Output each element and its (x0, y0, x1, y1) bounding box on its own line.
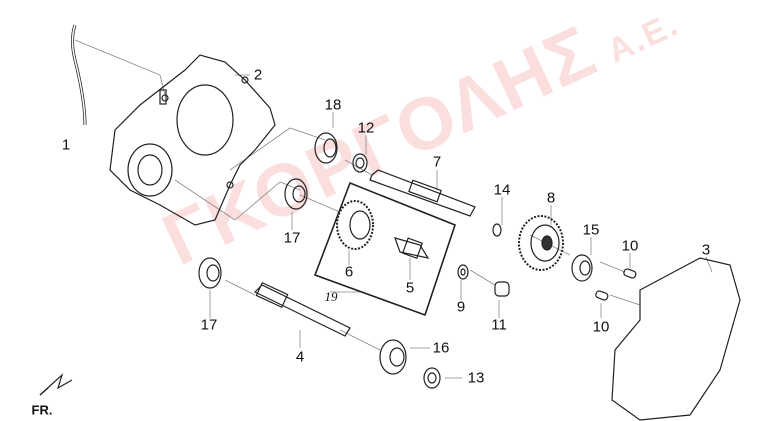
callout-1: 1 (61, 136, 71, 154)
clip-part-14 (492, 223, 502, 237)
shaft-part-7 (369, 169, 476, 217)
callout-2: 2 (253, 66, 263, 84)
seal-part-13 (423, 367, 441, 389)
leader-lines (74, 39, 713, 379)
pin-part-10a (623, 268, 637, 279)
front-direction-arrow-icon (39, 373, 73, 396)
callout-11: 11 (491, 316, 507, 334)
callout-10-upper: 10 (621, 237, 639, 255)
callout-18: 18 (324, 96, 342, 114)
callout-17-upper: 17 (283, 229, 301, 247)
pinion-part-5 (394, 237, 430, 260)
bearing-part-18 (314, 132, 338, 164)
shaft-part-4 (253, 281, 351, 337)
bearing-part-16 (379, 339, 407, 375)
crankcase-part-2 (109, 54, 276, 226)
callout-9: 9 (456, 298, 466, 316)
bearing-part-17-lower (198, 257, 222, 289)
hose-part-1-highlight (71, 24, 86, 126)
callout-5: 5 (405, 279, 415, 297)
bearing-part-17-upper (284, 178, 308, 210)
washer-part-9 (457, 264, 469, 280)
bearing-part-15 (571, 254, 593, 282)
callout-15: 15 (582, 221, 600, 239)
callout-3: 3 (701, 241, 711, 259)
callout-13: 13 (467, 369, 485, 387)
callout-14: 14 (493, 181, 511, 199)
callout-12: 12 (357, 119, 375, 137)
callout-7: 7 (432, 153, 442, 171)
callout-16: 16 (432, 339, 450, 357)
callout-17-lower: 17 (200, 316, 218, 334)
callout-19: 19 (324, 289, 338, 304)
gasket-part-3 (611, 257, 741, 421)
gear-part-8 (518, 215, 564, 271)
assembly-box-19 (313, 181, 456, 317)
callout-8: 8 (546, 189, 556, 207)
seal-part-12 (352, 153, 368, 173)
callout-10-lower: 10 (592, 318, 610, 336)
gear-part-6 (336, 200, 374, 250)
callout-4: 4 (295, 348, 305, 366)
pin-part-10b (595, 290, 609, 301)
callout-6: 6 (344, 263, 354, 281)
bushing-part-11 (494, 281, 510, 297)
front-direction-label: FR. (31, 402, 53, 418)
